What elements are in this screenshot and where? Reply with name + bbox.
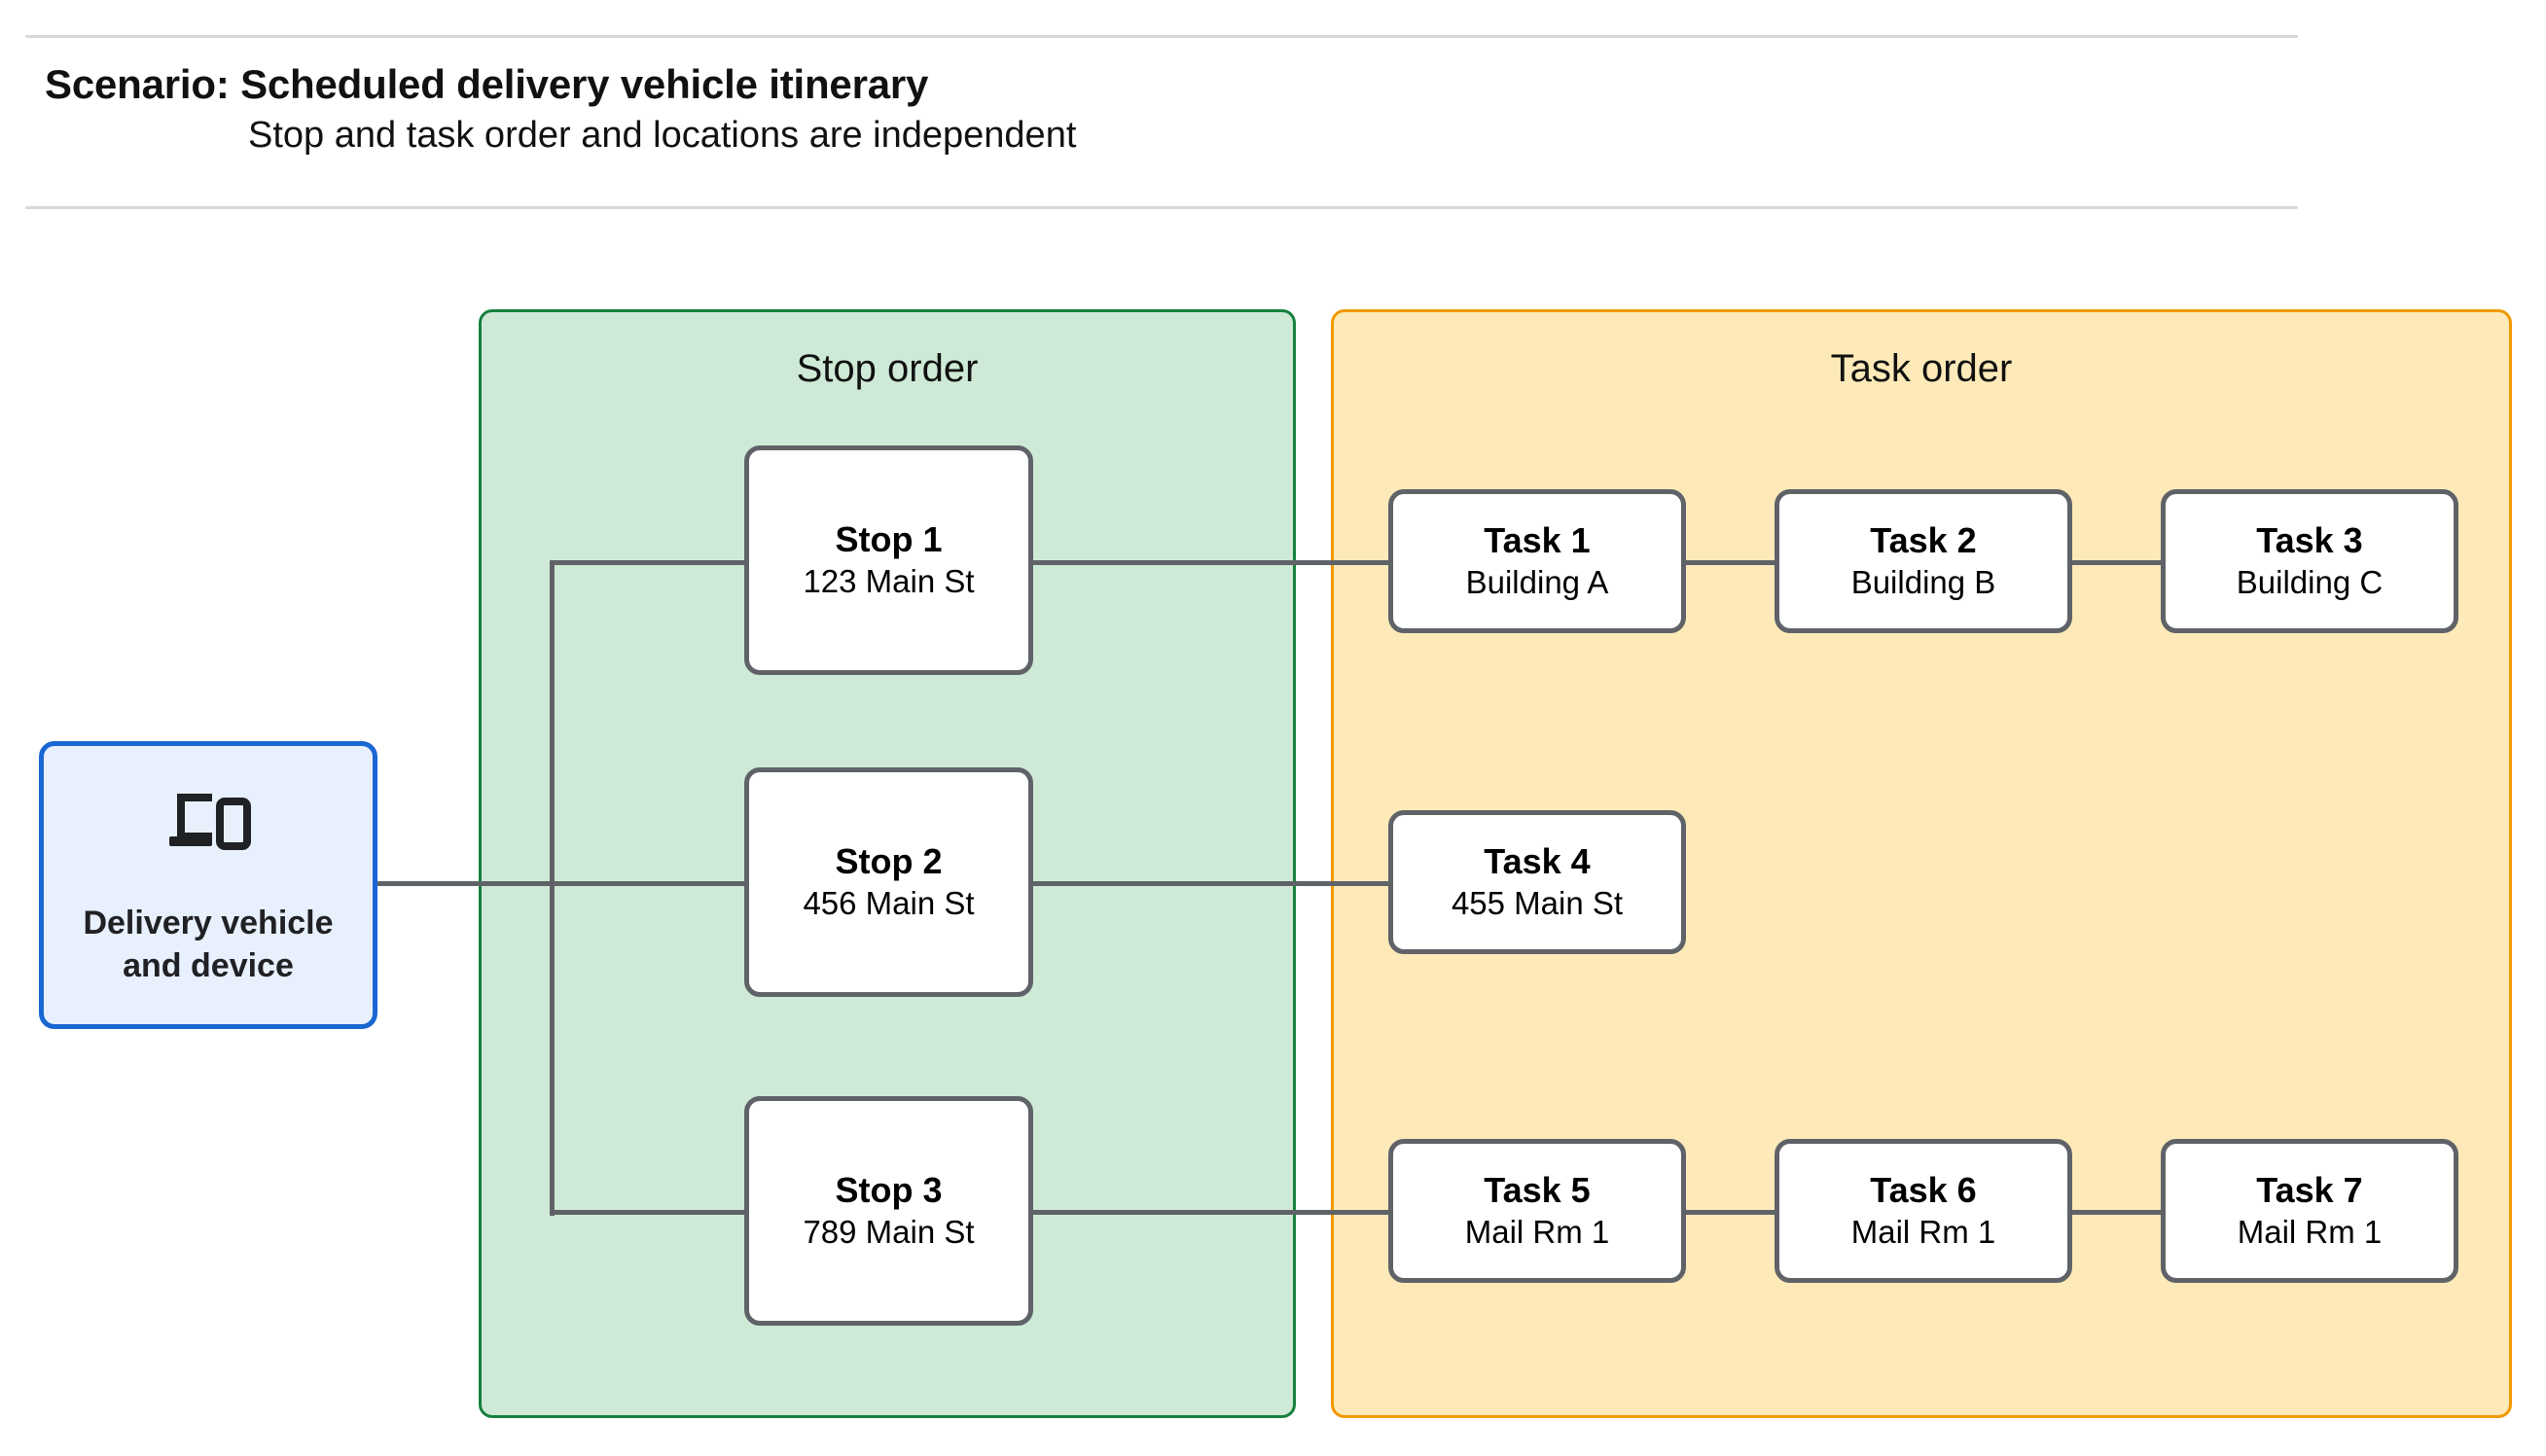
task-card-location: Mail Rm 1 bbox=[2237, 1214, 2383, 1251]
delivery-vehicle-node[interactable]: Delivery vehicle and device bbox=[39, 741, 377, 1029]
header-divider-top bbox=[25, 35, 2298, 38]
task-card-1[interactable]: Task 1 Building A bbox=[1388, 489, 1686, 633]
task-card-4[interactable]: Task 4 455 Main St bbox=[1388, 810, 1686, 954]
task-card-title: Task 1 bbox=[1484, 519, 1591, 560]
task-card-title: Task 3 bbox=[2256, 519, 2363, 560]
task-card-title: Task 4 bbox=[1484, 840, 1591, 881]
devices-icon bbox=[169, 794, 251, 851]
connector-trunk-to-stop-2 bbox=[550, 881, 748, 886]
task-card-location: Building C bbox=[2236, 564, 2384, 601]
task-card-3[interactable]: Task 3 Building C bbox=[2161, 489, 2458, 633]
connector-vehicle-to-trunk bbox=[376, 881, 552, 886]
task-card-location: 455 Main St bbox=[1451, 885, 1624, 922]
task-card-2[interactable]: Task 2 Building B bbox=[1775, 489, 2072, 633]
stop-card-2[interactable]: Stop 2 456 Main St bbox=[744, 767, 1033, 997]
page-subtitle: Stop and task order and locations are in… bbox=[248, 115, 1077, 156]
connector-task-1-to-task-2 bbox=[1683, 560, 1777, 565]
task-card-location: Mail Rm 1 bbox=[1850, 1214, 1996, 1251]
stop-card-location: 789 Main St bbox=[803, 1214, 975, 1251]
connector-task-6-to-task-7 bbox=[2069, 1210, 2164, 1215]
task-card-title: Task 5 bbox=[1484, 1169, 1591, 1210]
task-card-title: Task 6 bbox=[1870, 1169, 1977, 1210]
task-card-title: Task 7 bbox=[2256, 1169, 2363, 1210]
task-card-6[interactable]: Task 6 Mail Rm 1 bbox=[1775, 1139, 2072, 1283]
connector-task-2-to-task-3 bbox=[2069, 560, 2164, 565]
task-card-location: Building A bbox=[1465, 564, 1609, 601]
task-card-location: Mail Rm 1 bbox=[1464, 1214, 1610, 1251]
stop-card-location: 456 Main St bbox=[803, 885, 975, 922]
connector-trunk-to-stop-1 bbox=[550, 560, 748, 565]
stop-card-3[interactable]: Stop 3 789 Main St bbox=[744, 1096, 1033, 1326]
delivery-vehicle-label: Delivery vehicle and device bbox=[83, 903, 333, 987]
stop-order-panel-title: Stop order bbox=[796, 347, 979, 390]
stop-card-title: Stop 1 bbox=[835, 518, 943, 559]
stop-card-1[interactable]: Stop 1 123 Main St bbox=[744, 445, 1033, 675]
connector-trunk-to-stop-3 bbox=[550, 1210, 748, 1215]
connector-stop-1-to-task-1 bbox=[1027, 560, 1392, 565]
page-title: Scenario: Scheduled delivery vehicle iti… bbox=[45, 61, 929, 107]
vehicle-label-line-2: and device bbox=[123, 947, 294, 984]
stop-card-title: Stop 3 bbox=[835, 1169, 943, 1210]
connector-stop-trunk bbox=[550, 560, 555, 1216]
task-card-5[interactable]: Task 5 Mail Rm 1 bbox=[1388, 1139, 1686, 1283]
vehicle-label-line-1: Delivery vehicle bbox=[83, 905, 334, 942]
stop-card-title: Stop 2 bbox=[835, 840, 943, 881]
connector-stop-2-to-task-4 bbox=[1027, 881, 1392, 886]
task-card-7[interactable]: Task 7 Mail Rm 1 bbox=[2161, 1139, 2458, 1283]
task-card-location: Building B bbox=[1850, 564, 1996, 601]
task-order-panel-title: Task order bbox=[1830, 347, 2013, 390]
header-divider-bottom bbox=[25, 206, 2298, 209]
connector-task-5-to-task-6 bbox=[1683, 1210, 1777, 1215]
connector-stop-3-to-task-5 bbox=[1027, 1210, 1392, 1215]
stop-card-location: 123 Main St bbox=[803, 563, 975, 600]
task-card-title: Task 2 bbox=[1870, 519, 1977, 560]
